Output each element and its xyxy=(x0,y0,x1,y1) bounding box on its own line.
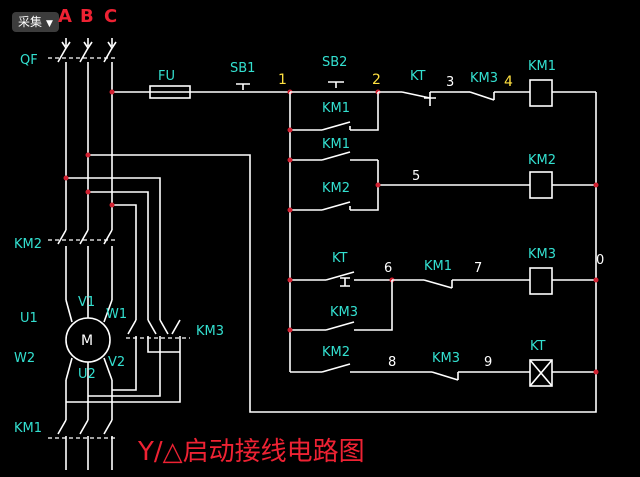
km3-power-contacts xyxy=(66,319,190,403)
kt-top-label: KT xyxy=(410,69,426,84)
node-6: 6 xyxy=(384,261,392,276)
node-4: 4 xyxy=(504,74,513,90)
v1-label: V1 xyxy=(78,295,95,310)
phase-c-label: C xyxy=(104,6,117,27)
km1-power-contacts xyxy=(48,419,116,470)
kt-coil-label: KT xyxy=(530,339,546,354)
sb2-button xyxy=(290,81,378,93)
km2-aux-contact xyxy=(290,363,432,373)
km1-coil xyxy=(529,79,596,107)
km3-power-label: KM3 xyxy=(196,324,224,339)
u1-label: U1 xyxy=(20,311,38,326)
u2-label: U2 xyxy=(78,367,96,382)
km3-top-label: KM3 xyxy=(470,71,498,86)
km3-row3-label: KM3 xyxy=(330,305,358,320)
km3-nc-contact xyxy=(460,91,530,101)
node-9: 9 xyxy=(484,355,492,370)
kt-row3-label: KT xyxy=(332,251,348,266)
km2-coil-label: KM2 xyxy=(528,153,556,168)
km2-aux-label: KM2 xyxy=(322,345,350,360)
node-1: 1 xyxy=(278,72,287,88)
fu-fuse xyxy=(149,85,232,99)
km1-mid-label: KM1 xyxy=(322,137,350,152)
node-5: 5 xyxy=(412,169,420,184)
qf-breaker xyxy=(48,38,117,70)
phase-b-label: B xyxy=(80,6,94,27)
km2-power-label: KM2 xyxy=(14,237,42,252)
w1-label: W1 xyxy=(106,307,127,322)
km3-coil-label: KM3 xyxy=(528,247,556,262)
motor: M xyxy=(65,296,113,382)
phase-a-label: A xyxy=(58,6,72,27)
kt-coil xyxy=(529,359,596,387)
km1-nc-contact xyxy=(392,279,530,289)
diagram-title: Y/△启动接线电路图 xyxy=(137,437,365,467)
node-0: 0 xyxy=(596,253,604,268)
kt-nc-contact xyxy=(378,91,460,106)
km1-hold-contact xyxy=(290,92,379,131)
km2-contact-label: KM2 xyxy=(322,181,350,196)
node-2: 2 xyxy=(372,72,381,88)
qf-label: QF xyxy=(20,53,38,68)
sb2-label: SB2 xyxy=(322,55,347,70)
km1-hold-label: KM1 xyxy=(322,101,350,116)
fu-label: FU xyxy=(158,69,175,84)
chevron-down-icon: ▼ xyxy=(46,19,53,29)
w2-label: W2 xyxy=(14,351,35,366)
km2-power-contacts xyxy=(48,229,116,300)
motor-label: M xyxy=(81,333,93,349)
collect-label: 采集 xyxy=(18,15,43,29)
km3-row4-nc-contact xyxy=(431,371,530,381)
node-7: 7 xyxy=(474,261,482,276)
collect-button[interactable]: 采集▼ xyxy=(12,12,59,32)
sb1-button xyxy=(232,83,290,93)
v2-label: V2 xyxy=(108,355,125,370)
node-8: 8 xyxy=(388,355,396,370)
km1-row3-label: KM1 xyxy=(424,259,452,274)
km3-row4-label: KM3 xyxy=(432,351,460,366)
km3-coil xyxy=(529,267,596,295)
kt-no-contact xyxy=(290,271,392,287)
km1-coil-label: KM1 xyxy=(528,59,556,74)
km3-hold-contact xyxy=(290,280,393,331)
sb1-label: SB1 xyxy=(230,61,255,76)
km2-coil xyxy=(529,171,596,199)
km1-power-label: KM1 xyxy=(14,421,42,436)
node-3: 3 xyxy=(446,75,454,90)
